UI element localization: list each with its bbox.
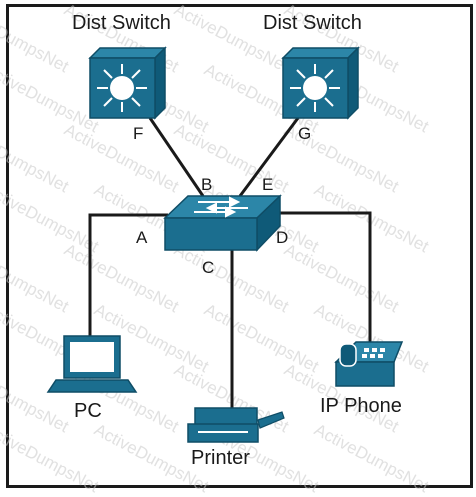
- pc-label: PC: [74, 400, 102, 422]
- port-label-f: F: [133, 124, 144, 143]
- port-label-b: B: [201, 175, 213, 194]
- dist-switch-left-label: Dist Switch: [72, 12, 171, 34]
- link-a-pc: [88, 213, 168, 345]
- link-d-phone: [278, 211, 372, 345]
- access-switch-icon: [163, 194, 282, 252]
- ip-phone-label: IP Phone: [320, 395, 402, 417]
- port-label-a: A: [136, 228, 148, 247]
- dist-switch-left-icon: [88, 46, 167, 120]
- links: [88, 117, 372, 412]
- printer-icon: [187, 407, 285, 443]
- link-g-e: [238, 117, 300, 197]
- port-label-c: C: [202, 258, 215, 277]
- port-label-g: G: [298, 124, 312, 143]
- dist-switch-right-icon: [281, 46, 360, 120]
- dist-switch-right-label: Dist Switch: [263, 12, 362, 34]
- ip-phone-icon: [334, 341, 404, 387]
- link-f-b: [148, 117, 205, 197]
- pc-laptop-icon: [46, 335, 138, 393]
- printer-label: Printer: [191, 447, 250, 469]
- port-label-d: D: [276, 228, 289, 247]
- diagram-frame: [6, 4, 473, 488]
- port-label-e: E: [262, 175, 274, 194]
